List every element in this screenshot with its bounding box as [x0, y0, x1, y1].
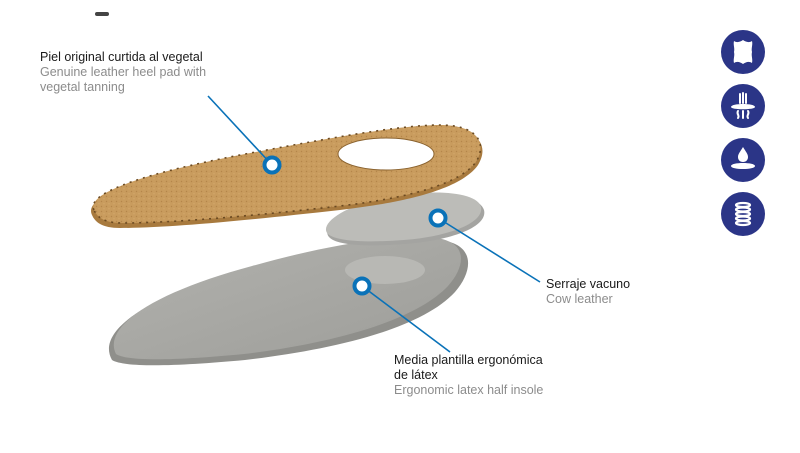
callout-line-leather	[207, 95, 273, 166]
latex-half-insole	[108, 237, 469, 366]
label-es-line2: de látex	[394, 368, 438, 382]
callout-dot-leather	[262, 155, 282, 175]
spring-cushion-icon	[721, 192, 765, 236]
label-es: Piel original curtida al vegetal	[40, 50, 203, 64]
moisture-icon	[721, 138, 765, 182]
label-cow-leather: Serraje vacuno Cow leather	[546, 277, 696, 307]
breathable-icon	[721, 84, 765, 128]
callout-line-cow	[437, 217, 541, 283]
callout-dot-latex	[352, 276, 372, 296]
leather-hide-icon	[721, 30, 765, 74]
leather-heel-pad	[91, 124, 483, 228]
label-en: Ergonomic latex half insole	[394, 383, 544, 397]
callout-dot-cow	[428, 208, 448, 228]
label-en-line2: vegetal tanning	[40, 80, 125, 94]
callout-line-latex	[361, 285, 451, 353]
feature-icons	[721, 30, 767, 246]
label-latex-insole: Media plantilla ergonómica de látex Ergo…	[394, 353, 594, 398]
top-mark	[95, 12, 109, 16]
label-es-line1: Media plantilla ergonómica	[394, 353, 543, 367]
label-en: Cow leather	[546, 292, 613, 306]
label-en-line1: Genuine leather heel pad with	[40, 65, 207, 79]
label-leather-heel-pad: Piel original curtida al vegetal Genuine…	[40, 50, 270, 95]
label-es: Serraje vacuno	[546, 277, 631, 291]
